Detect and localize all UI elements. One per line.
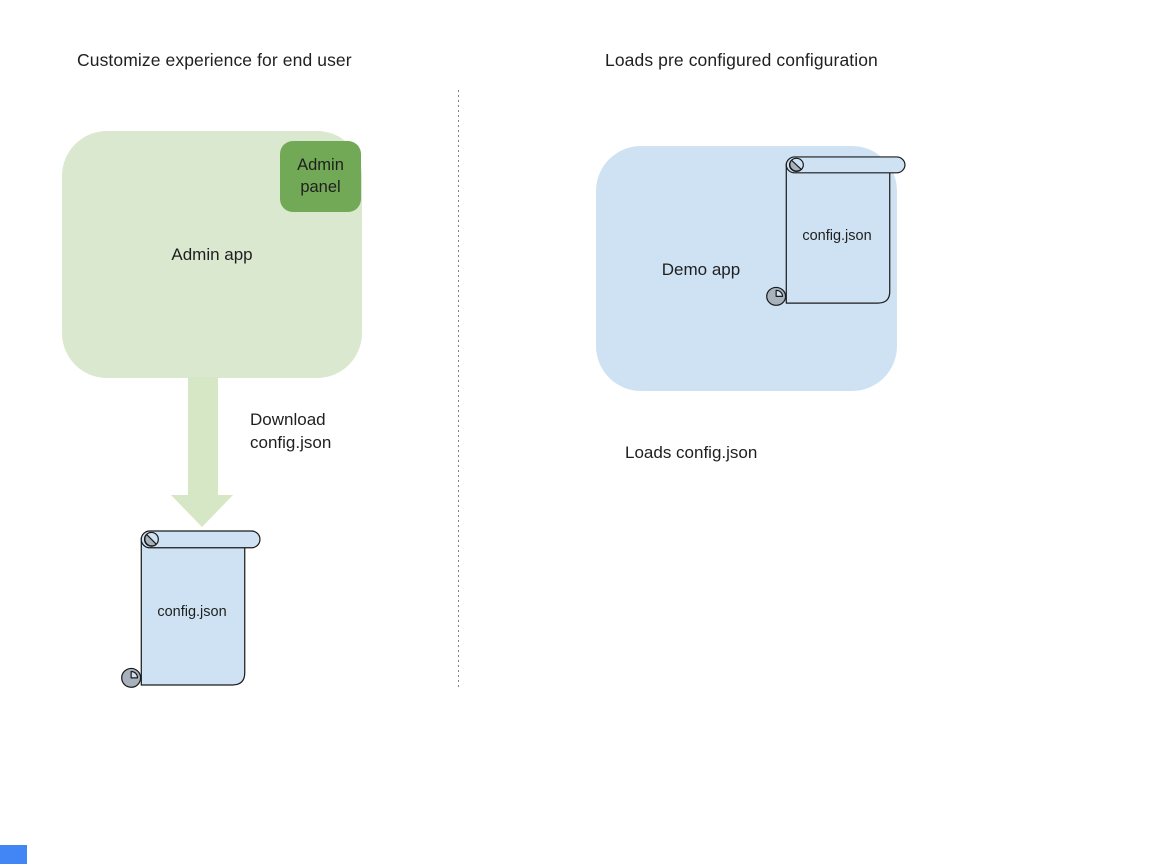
admin-panel-box: Admin panel (280, 141, 361, 212)
scroll-body (785, 163, 891, 304)
section-divider (458, 90, 459, 687)
scroll-spiral-shade (144, 533, 157, 547)
loads-config-caption: Loads config.json (625, 443, 758, 462)
scroll-icon (121, 530, 261, 688)
right-section-title: Loads pre configured configuration (605, 50, 878, 70)
scroll-roll (785, 156, 906, 174)
scroll-icon (766, 156, 906, 306)
config-file-label: config.json (802, 228, 872, 244)
scroll-curl-notch (130, 670, 139, 679)
left-section-title: Customize experience for end user (77, 50, 352, 70)
admin-app-box: Admin app Admin panel (62, 131, 362, 378)
admin-panel-label: Admin panel (297, 156, 344, 196)
config-file-label: config.json (157, 604, 227, 620)
scroll-spiral-shade (789, 159, 802, 172)
config-json-scroll-left: config.json (121, 530, 263, 688)
download-arrow-label: Download config.json (250, 410, 332, 452)
config-json-scroll-right: config.json (766, 156, 908, 306)
corner-blue-fragment (0, 845, 27, 864)
scroll-curl-notch (775, 289, 784, 297)
scroll-roll (140, 530, 261, 549)
download-arrow-icon (171, 377, 233, 527)
arrow-shape (171, 377, 233, 527)
scroll-body (140, 537, 246, 686)
demo-app-label: Demo app (661, 260, 741, 279)
admin-app-label: Admin app (171, 245, 253, 264)
